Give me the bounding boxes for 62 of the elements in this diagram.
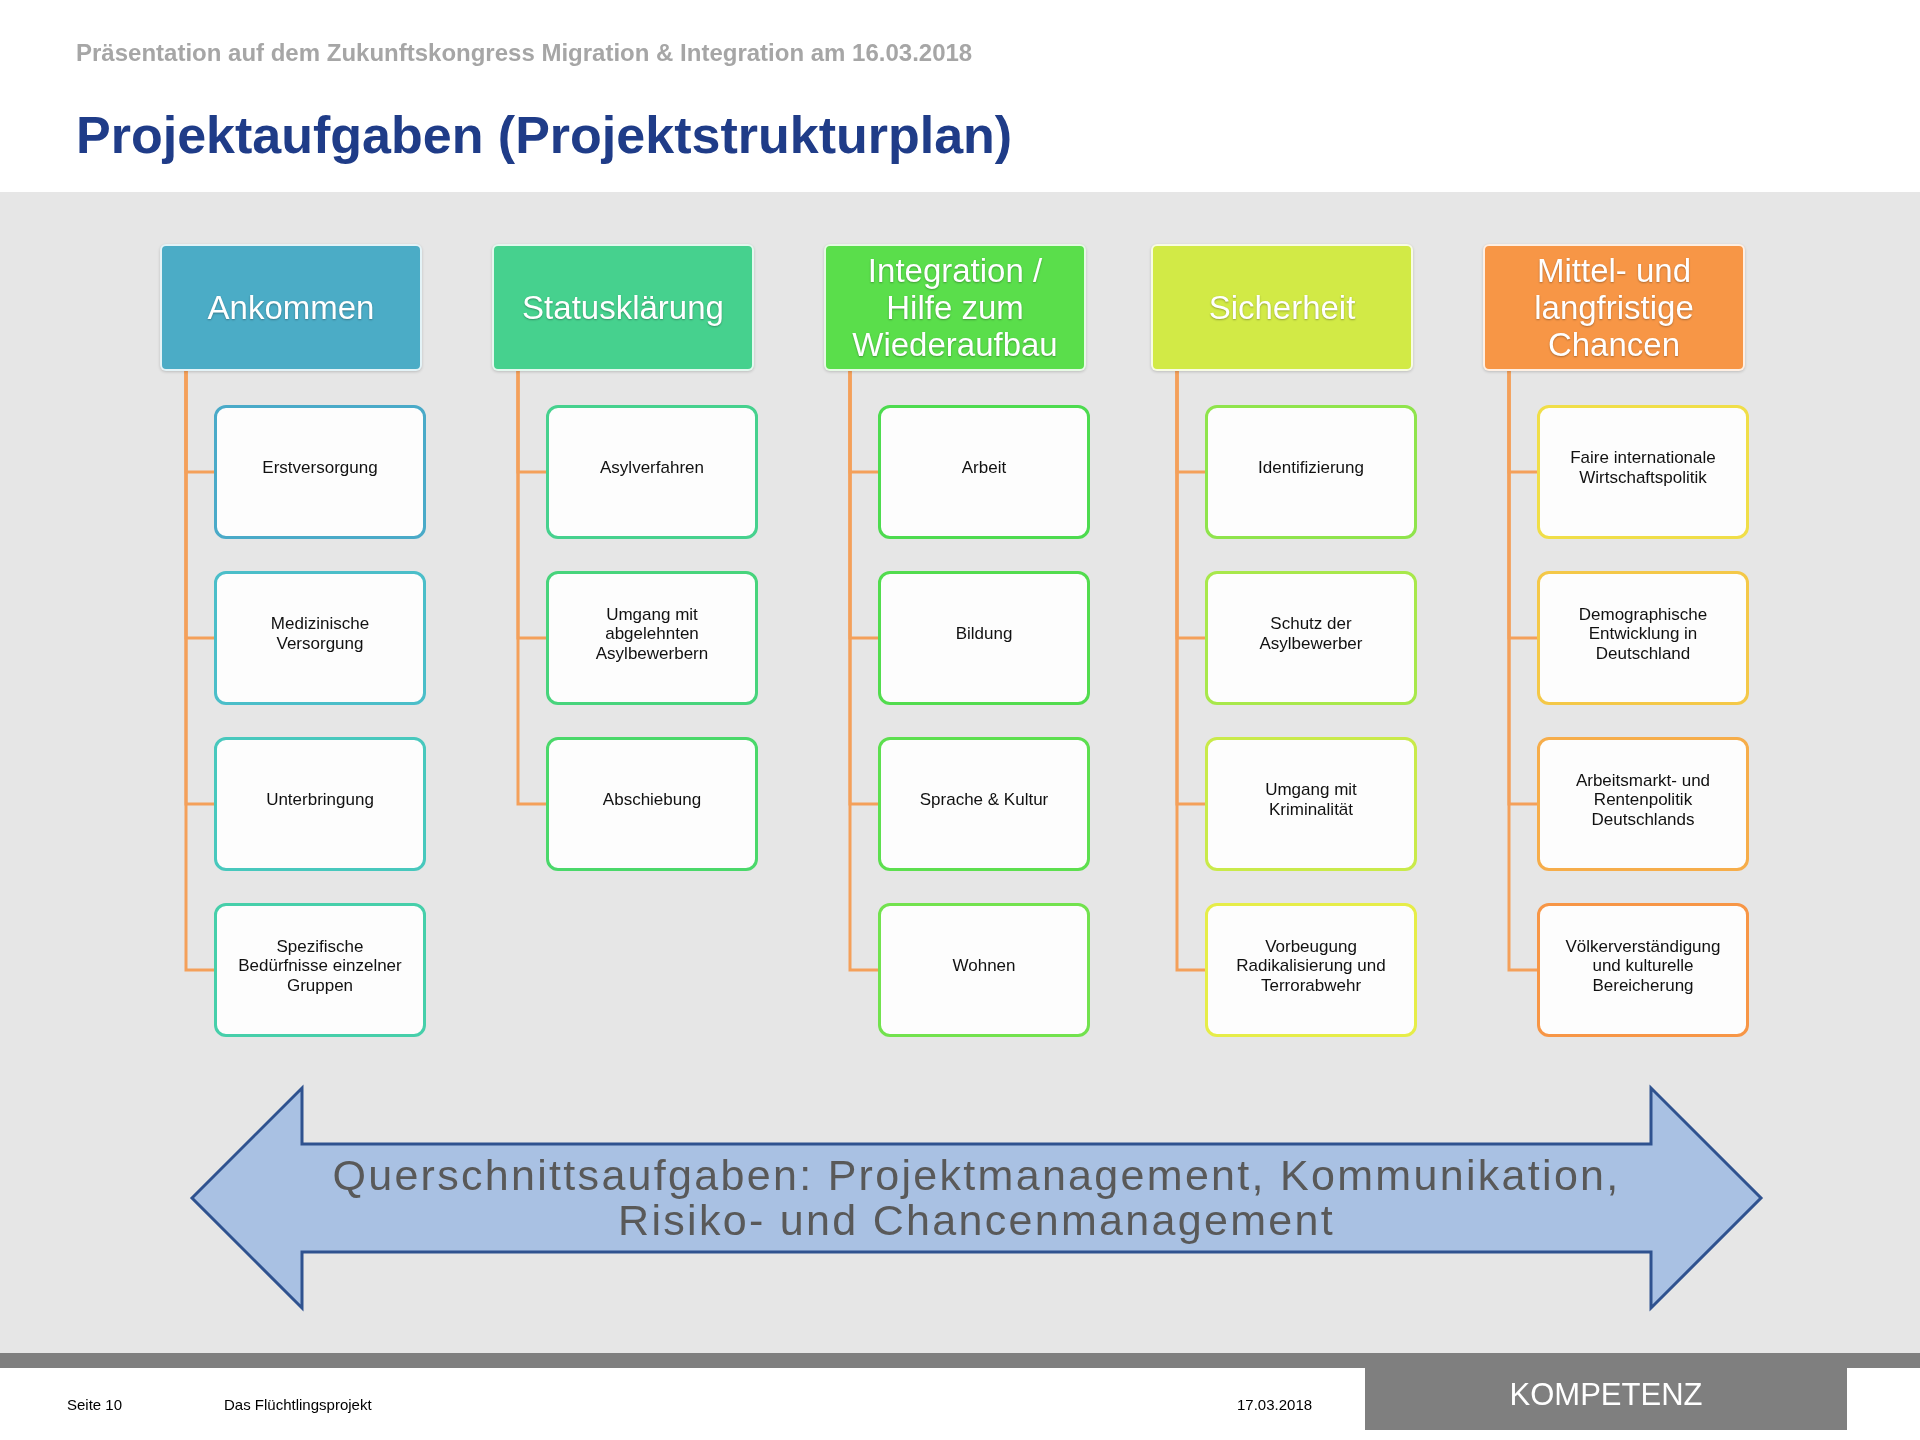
header-title: Mittel- und langfristige Chancen <box>1533 251 1695 364</box>
task-label: Umgang mit Kriminalität <box>1264 780 1358 820</box>
task-box <box>1537 405 1749 539</box>
connector-line <box>1175 371 1205 972</box>
page-title: Projektaufgaben (Projektstrukturplan) <box>76 106 1013 166</box>
connector-line <box>184 371 214 972</box>
task-label: Arbeit <box>961 458 1007 478</box>
header-title: Ankommen <box>207 288 375 327</box>
task-box <box>1537 903 1749 1037</box>
task-box <box>1205 571 1417 705</box>
task-label: Demographische Entwicklung in Deutschland <box>1577 604 1709 664</box>
banner-label: KOMPETENZ <box>1509 1378 1703 1413</box>
task-label: Spezifische Bedürfnisse einzelner Gruppen <box>237 936 403 996</box>
task-box <box>546 571 758 705</box>
task-label: Schutz der Asylbewerber <box>1258 614 1364 654</box>
task-box <box>214 903 426 1037</box>
task-label: Bildung <box>955 624 1013 644</box>
task-box <box>878 405 1090 539</box>
task-label: Sprache & Kultur <box>919 790 1049 810</box>
task-box <box>1205 903 1417 1037</box>
task-label: Abschiebung <box>602 790 702 810</box>
arrow-label: Querschnittsaufgaben: Projektmanagement, Kommunikation, Risiko- und Chancenmanagement <box>331 1152 1622 1244</box>
task-label: Identifizierung <box>1258 458 1364 478</box>
task-box <box>214 737 426 871</box>
header-title: Integration / Hilfe zum Wiederaufbau <box>851 251 1059 364</box>
double-arrow <box>190 1086 1763 1310</box>
task-label: Wohnen <box>952 956 1016 976</box>
footer-text: Das Flüchtlingsprojekt <box>224 1396 372 1414</box>
task-box <box>1537 571 1749 705</box>
connector-line <box>1507 371 1537 972</box>
connector-line <box>516 371 546 806</box>
task-box <box>214 405 426 539</box>
task-box <box>1205 737 1417 871</box>
task-label: Asylverfahren <box>600 458 704 478</box>
header-box <box>1151 244 1413 371</box>
task-label: Vorbeugung Radikalisierung und Terrorabwehr <box>1235 936 1387 996</box>
header-box <box>160 244 422 371</box>
header-title: Statusklärung <box>522 288 724 327</box>
task-label: Arbeitsmarkt- und Rentenpolitik Deutschlands <box>1574 770 1712 830</box>
task-box <box>878 737 1090 871</box>
subtitle-text: Präsentation auf dem Zukunftskongress Migration & Integration am 16.03.2018 <box>76 39 973 68</box>
task-label: Völkerverständigung und kulturelle Bereicherung <box>1564 936 1722 996</box>
header-title: Sicherheit <box>1208 288 1356 327</box>
task-box <box>214 571 426 705</box>
header-box <box>824 244 1086 371</box>
task-box <box>1537 737 1749 871</box>
task-label: Unterbringung <box>266 790 374 810</box>
task-box <box>1205 405 1417 539</box>
task-label: Medizinische Versorgung <box>269 614 371 654</box>
footer-banner <box>1365 1368 1847 1430</box>
task-label: Erstversorgung <box>262 458 378 478</box>
task-label: Umgang mit abgelehnten Asylbewerbern <box>594 604 710 664</box>
task-box <box>878 571 1090 705</box>
connector-line <box>848 371 878 972</box>
task-label: Faire internationale Wirtschaftspolitik <box>1569 448 1717 488</box>
header-box <box>1483 244 1745 371</box>
task-box <box>878 903 1090 1037</box>
task-box <box>546 405 758 539</box>
task-box <box>546 737 758 871</box>
footer-text: 17.03.2018 <box>1237 1396 1313 1414</box>
footer-text: Seite 10 <box>67 1396 123 1414</box>
header-box <box>492 244 754 371</box>
